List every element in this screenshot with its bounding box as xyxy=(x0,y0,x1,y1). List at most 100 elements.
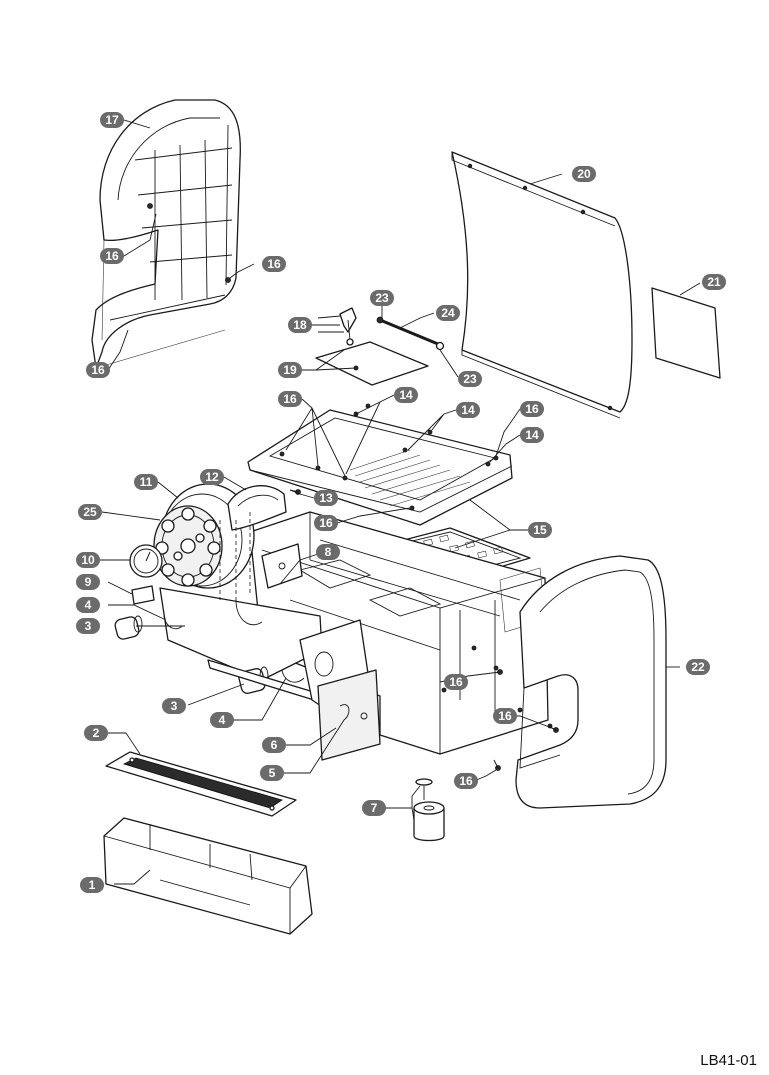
part-9-plate xyxy=(131,585,155,605)
part-25-dial-knobs xyxy=(153,505,223,587)
drawing-code-label: LB41-01 xyxy=(700,1052,757,1069)
callout-9: 9 xyxy=(76,574,100,590)
callout-16-g: 16 xyxy=(444,674,468,690)
callout-23-b: 23 xyxy=(458,371,482,387)
svg-text:18: 18 xyxy=(293,318,307,332)
callout-3-upper: 3 xyxy=(76,618,100,634)
svg-text:23: 23 xyxy=(463,372,477,386)
callout-8: 8 xyxy=(316,544,340,560)
svg-text:5: 5 xyxy=(269,766,276,780)
callout-16-b: 16 xyxy=(262,256,286,272)
callout-16-h: 16 xyxy=(493,708,517,724)
callout-4-lower: 4 xyxy=(210,712,234,728)
callout-21: 21 xyxy=(702,274,726,290)
part-3-knob-upper xyxy=(114,615,143,640)
callout-15: 15 xyxy=(528,522,552,538)
callout-11: 11 xyxy=(134,474,158,490)
svg-text:21: 21 xyxy=(707,275,721,289)
svg-text:9: 9 xyxy=(85,575,92,589)
svg-text:3: 3 xyxy=(171,699,178,713)
callout-1: 1 xyxy=(80,877,104,893)
svg-text:16: 16 xyxy=(525,402,539,416)
part-20-back-panel xyxy=(451,151,633,419)
callout-10: 10 xyxy=(76,552,100,568)
part-19-top-cover xyxy=(315,341,429,386)
svg-text:7: 7 xyxy=(371,801,378,815)
tray-vents xyxy=(349,449,471,507)
callout-17: 17 xyxy=(100,112,124,128)
callout-5: 5 xyxy=(260,765,284,781)
svg-text:14: 14 xyxy=(525,428,539,442)
svg-text:8: 8 xyxy=(325,545,332,559)
callout-16-f: 16 xyxy=(314,515,338,531)
svg-text:20: 20 xyxy=(577,167,591,181)
svg-text:10: 10 xyxy=(81,553,95,567)
svg-text:22: 22 xyxy=(691,660,705,674)
svg-text:15: 15 xyxy=(533,523,547,537)
leader-lines xyxy=(98,119,701,885)
part-12-guard xyxy=(227,485,287,531)
part-17-side-panel xyxy=(91,99,241,369)
callout-16-a: 16 xyxy=(100,248,124,264)
svg-text:16: 16 xyxy=(91,363,105,377)
svg-text:16: 16 xyxy=(449,675,463,689)
callout-25: 25 xyxy=(78,504,102,520)
front-panel-assembly xyxy=(159,512,323,681)
main-frame-chassis xyxy=(249,511,553,755)
callout-7: 7 xyxy=(362,800,386,816)
callout-12: 12 xyxy=(200,469,224,485)
svg-text:16: 16 xyxy=(283,392,297,406)
callout-24: 24 xyxy=(436,305,460,321)
svg-text:14: 14 xyxy=(461,403,475,417)
svg-text:12: 12 xyxy=(205,470,219,484)
callout-16-e: 16 xyxy=(520,401,544,417)
callout-3-lower: 3 xyxy=(162,698,186,714)
part-top-tray xyxy=(247,403,513,526)
part-4-clip-lower xyxy=(281,669,305,683)
svg-text:14: 14 xyxy=(399,388,413,402)
callout-23-a: 23 xyxy=(370,290,394,306)
callout-14-a: 14 xyxy=(394,387,418,403)
callout-19: 19 xyxy=(278,362,302,378)
svg-text:16: 16 xyxy=(498,709,512,723)
callout-22: 22 xyxy=(686,659,710,675)
part-22-right-panel xyxy=(515,555,667,809)
part-2-drip-grate xyxy=(105,751,297,817)
svg-text:23: 23 xyxy=(375,291,389,305)
callout-2: 2 xyxy=(84,725,108,741)
svg-text:16: 16 xyxy=(319,516,333,530)
part-10-gauge xyxy=(129,544,163,578)
callout-6: 6 xyxy=(262,737,286,753)
part-21-label-plate xyxy=(651,287,721,379)
callout-16-i: 16 xyxy=(454,773,478,789)
part-18-key xyxy=(339,307,357,346)
part-1-drip-tray xyxy=(103,817,313,935)
callout-13: 13 xyxy=(314,490,338,506)
part-24-rod xyxy=(376,316,445,351)
svg-text:3: 3 xyxy=(85,619,92,633)
callout-18: 18 xyxy=(288,317,312,333)
svg-text:2: 2 xyxy=(93,726,100,740)
svg-text:16: 16 xyxy=(459,774,473,788)
svg-text:16: 16 xyxy=(267,257,281,271)
callout-20: 20 xyxy=(572,166,596,182)
part-4-clip-upper xyxy=(163,615,183,630)
part-8-bracket xyxy=(261,543,303,589)
callout-14-b: 14 xyxy=(456,402,480,418)
svg-text:19: 19 xyxy=(283,363,297,377)
svg-text:6: 6 xyxy=(271,738,278,752)
callout-4-upper: 4 xyxy=(76,597,100,613)
svg-text:24: 24 xyxy=(441,306,455,320)
svg-text:4: 4 xyxy=(85,598,92,612)
svg-text:16: 16 xyxy=(105,249,119,263)
svg-text:1: 1 xyxy=(89,878,96,892)
svg-text:13: 13 xyxy=(319,491,333,505)
callout-16-d: 16 xyxy=(278,391,302,407)
callout-14-c: 14 xyxy=(520,427,544,443)
callout-16-c: 16 xyxy=(86,362,110,378)
part-5-front-plate xyxy=(317,669,381,761)
part-7-foot xyxy=(413,778,445,842)
svg-text:17: 17 xyxy=(105,113,119,127)
svg-text:4: 4 xyxy=(219,713,226,727)
